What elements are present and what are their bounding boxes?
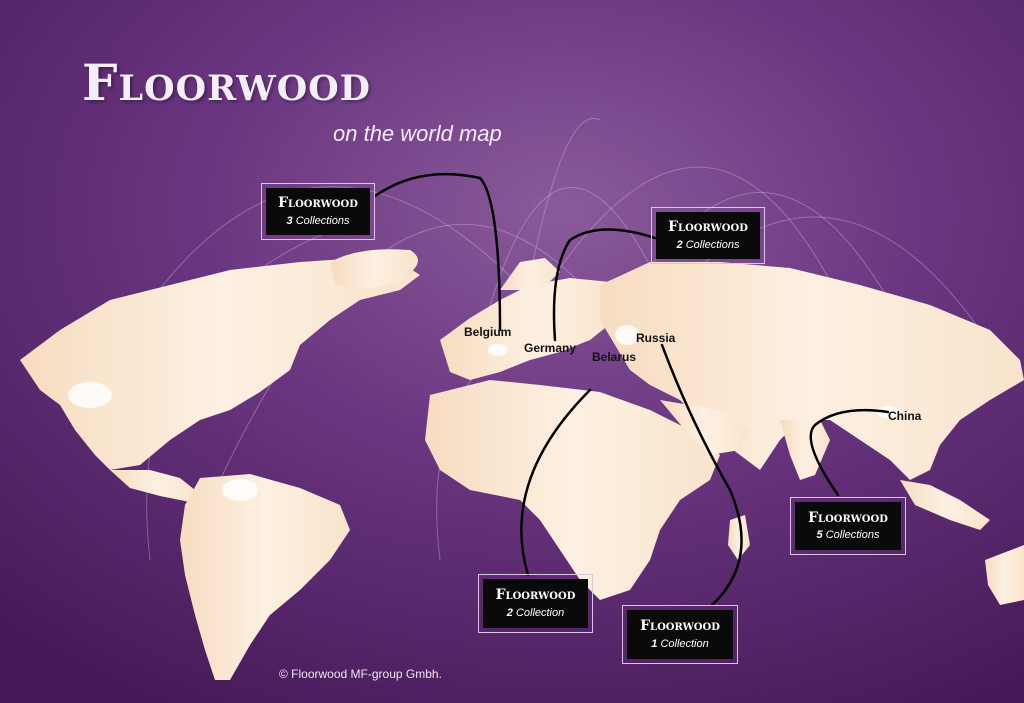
copyright-text: © Floorwood MF-group Gmbh. xyxy=(279,667,442,681)
page-title: Floorwood xyxy=(82,53,372,112)
callout-brand: Floorwood xyxy=(640,618,720,635)
greenland xyxy=(330,249,418,289)
continents xyxy=(20,249,1024,680)
south-america xyxy=(180,474,350,680)
connector-russia xyxy=(660,343,743,607)
callout-brand: Floorwood xyxy=(808,509,888,526)
country-label-china: China xyxy=(888,409,922,423)
india xyxy=(780,420,830,480)
southeast-asia xyxy=(900,480,990,530)
country-label-belarus: Belarus xyxy=(592,350,637,364)
callout-box-china: Floorwood 5 Collections xyxy=(790,497,906,555)
page-subtitle: on the world map xyxy=(333,121,502,146)
africa xyxy=(425,380,720,600)
callout-count: 3 Collections xyxy=(286,214,350,227)
connector-lines xyxy=(373,172,890,607)
europe xyxy=(440,278,630,380)
connector-south-africa xyxy=(520,388,592,577)
callout-box-canada: Floorwood 3 Collections xyxy=(261,183,375,240)
callout-count: 2 Collections xyxy=(676,238,740,251)
glow-spots xyxy=(68,325,900,501)
australia xyxy=(985,545,1024,605)
callout-box-germany: Floorwood 2 Collections xyxy=(651,207,765,264)
callout-brand: Floorwood xyxy=(495,587,576,604)
arabia xyxy=(660,400,750,455)
callout-brand: Floorwood xyxy=(668,219,748,236)
connector-belgium xyxy=(373,172,502,332)
madagascar xyxy=(728,515,750,560)
callout-box-russia: Floorwood 1 Collection xyxy=(622,605,738,664)
country-label-belgium: Belgium xyxy=(464,325,512,339)
connector-germany xyxy=(552,228,657,342)
scandinavia xyxy=(500,258,560,290)
north-america xyxy=(20,258,420,470)
callout-box-south-africa: Floorwood 2 Collection xyxy=(478,574,593,633)
connector-china xyxy=(809,408,890,497)
callout-count: 5 Collections xyxy=(816,529,880,542)
country-label-russia: Russia xyxy=(636,331,676,345)
country-label-germany: Germany xyxy=(524,341,577,355)
callout-count: 1 Collection xyxy=(651,637,709,650)
central-america xyxy=(110,470,200,502)
callout-count: 2 Collection xyxy=(506,606,565,619)
callout-brand: Floorwood xyxy=(278,195,358,212)
